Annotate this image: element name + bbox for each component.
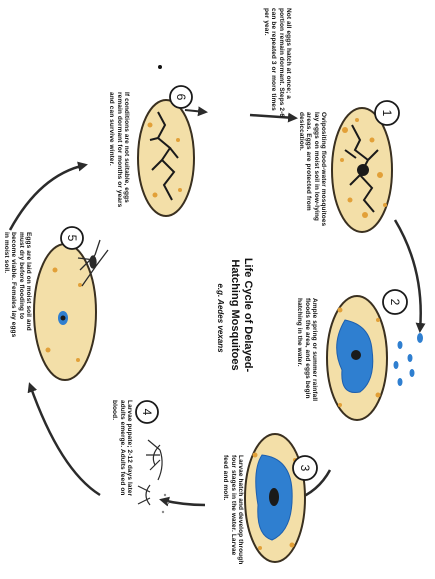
stage-number: 3 [298,465,312,472]
stage-number: 1 [380,110,394,117]
stage-1-soil-cell: 1 [332,101,399,232]
stage-3-larvae-cell: 3 [245,434,317,562]
water-dots [162,494,169,513]
stage-3-text: Larvae hatch and develop through four st… [222,455,244,567]
stage-number: 2 [388,299,402,306]
egg-icon [357,164,369,176]
stage-5-text: Eggs are laid on moist soil and must dry… [2,232,32,342]
stage-4-pupa: 4 [136,401,169,513]
stage-6-dormant-cell: 6 [138,65,194,216]
soil-cell [138,100,194,216]
diagram-subtitle: e.g. Aedes vexans [216,258,225,378]
curved-arrow-icon [185,110,205,112]
rain-drops [394,333,424,386]
egg-icon [351,350,361,360]
ink-dot [158,65,162,69]
stage-4-text: Larvae pupate; 2-12 days later adults em… [111,400,133,500]
curved-arrow-icon [30,385,100,495]
stage-5-soil-cell: 5 [34,227,108,380]
stage-1-text: Ovipositing flood-water mosquitoes lay e… [297,112,327,232]
pupa-icon [138,440,162,505]
top-note: Not all eggs hatch at once; a portion re… [262,8,292,118]
stage-number: 6 [174,94,188,101]
stage-6-text: If conditions are not suitable, eggs rem… [108,92,130,212]
stage-2-text: Ample spring or summer rainfall floods t… [296,298,318,416]
larva-icon [269,488,279,506]
diagram-title: Life Cycle of Delayed-Hatching Mosquitoe… [229,240,254,390]
stage-2-flooded-cell: 2 [327,290,423,420]
stage-number: 4 [140,409,154,416]
curved-arrow-icon [10,165,85,230]
stage-number: 5 [65,235,79,242]
